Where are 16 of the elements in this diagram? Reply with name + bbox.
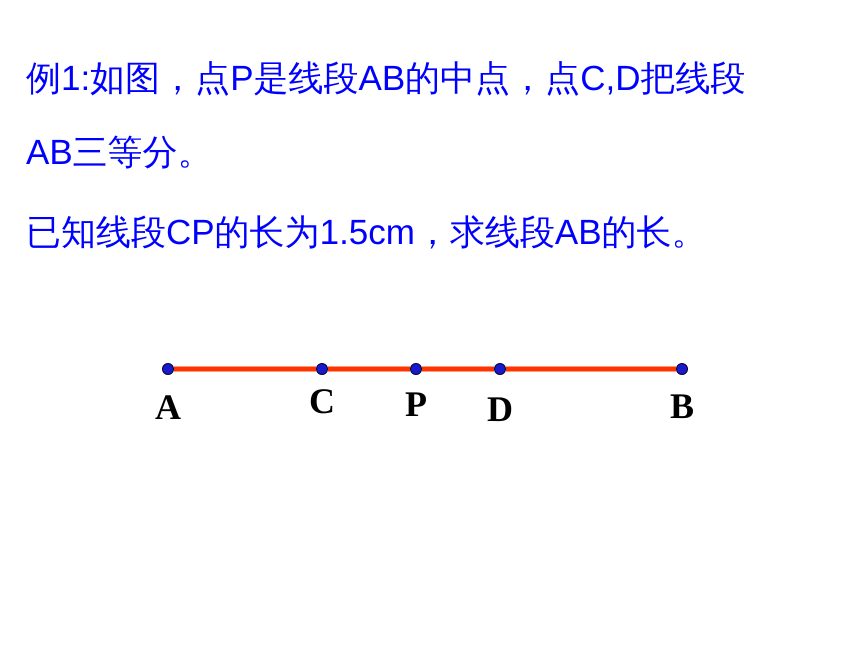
point-dot (162, 363, 174, 375)
problem-text: 已知线段CP的长为1.5cm，求线段AB的长。 (26, 212, 708, 254)
line-segment (422, 366, 494, 372)
point-dot (316, 363, 328, 375)
line-segment (328, 366, 410, 372)
point-label: A (155, 386, 181, 428)
line-segment (174, 366, 316, 372)
line-segment (506, 366, 676, 372)
point-label: B (670, 385, 694, 427)
point-label: P (405, 383, 427, 425)
point-dot (410, 363, 422, 375)
problem-text: 例1:如图，点P是线段AB的中点，点C,D把线段AB三等分。 (26, 58, 746, 174)
point-label: D (487, 388, 513, 430)
point-dot (676, 363, 688, 375)
point-label: C (309, 380, 335, 422)
point-dot (494, 363, 506, 375)
